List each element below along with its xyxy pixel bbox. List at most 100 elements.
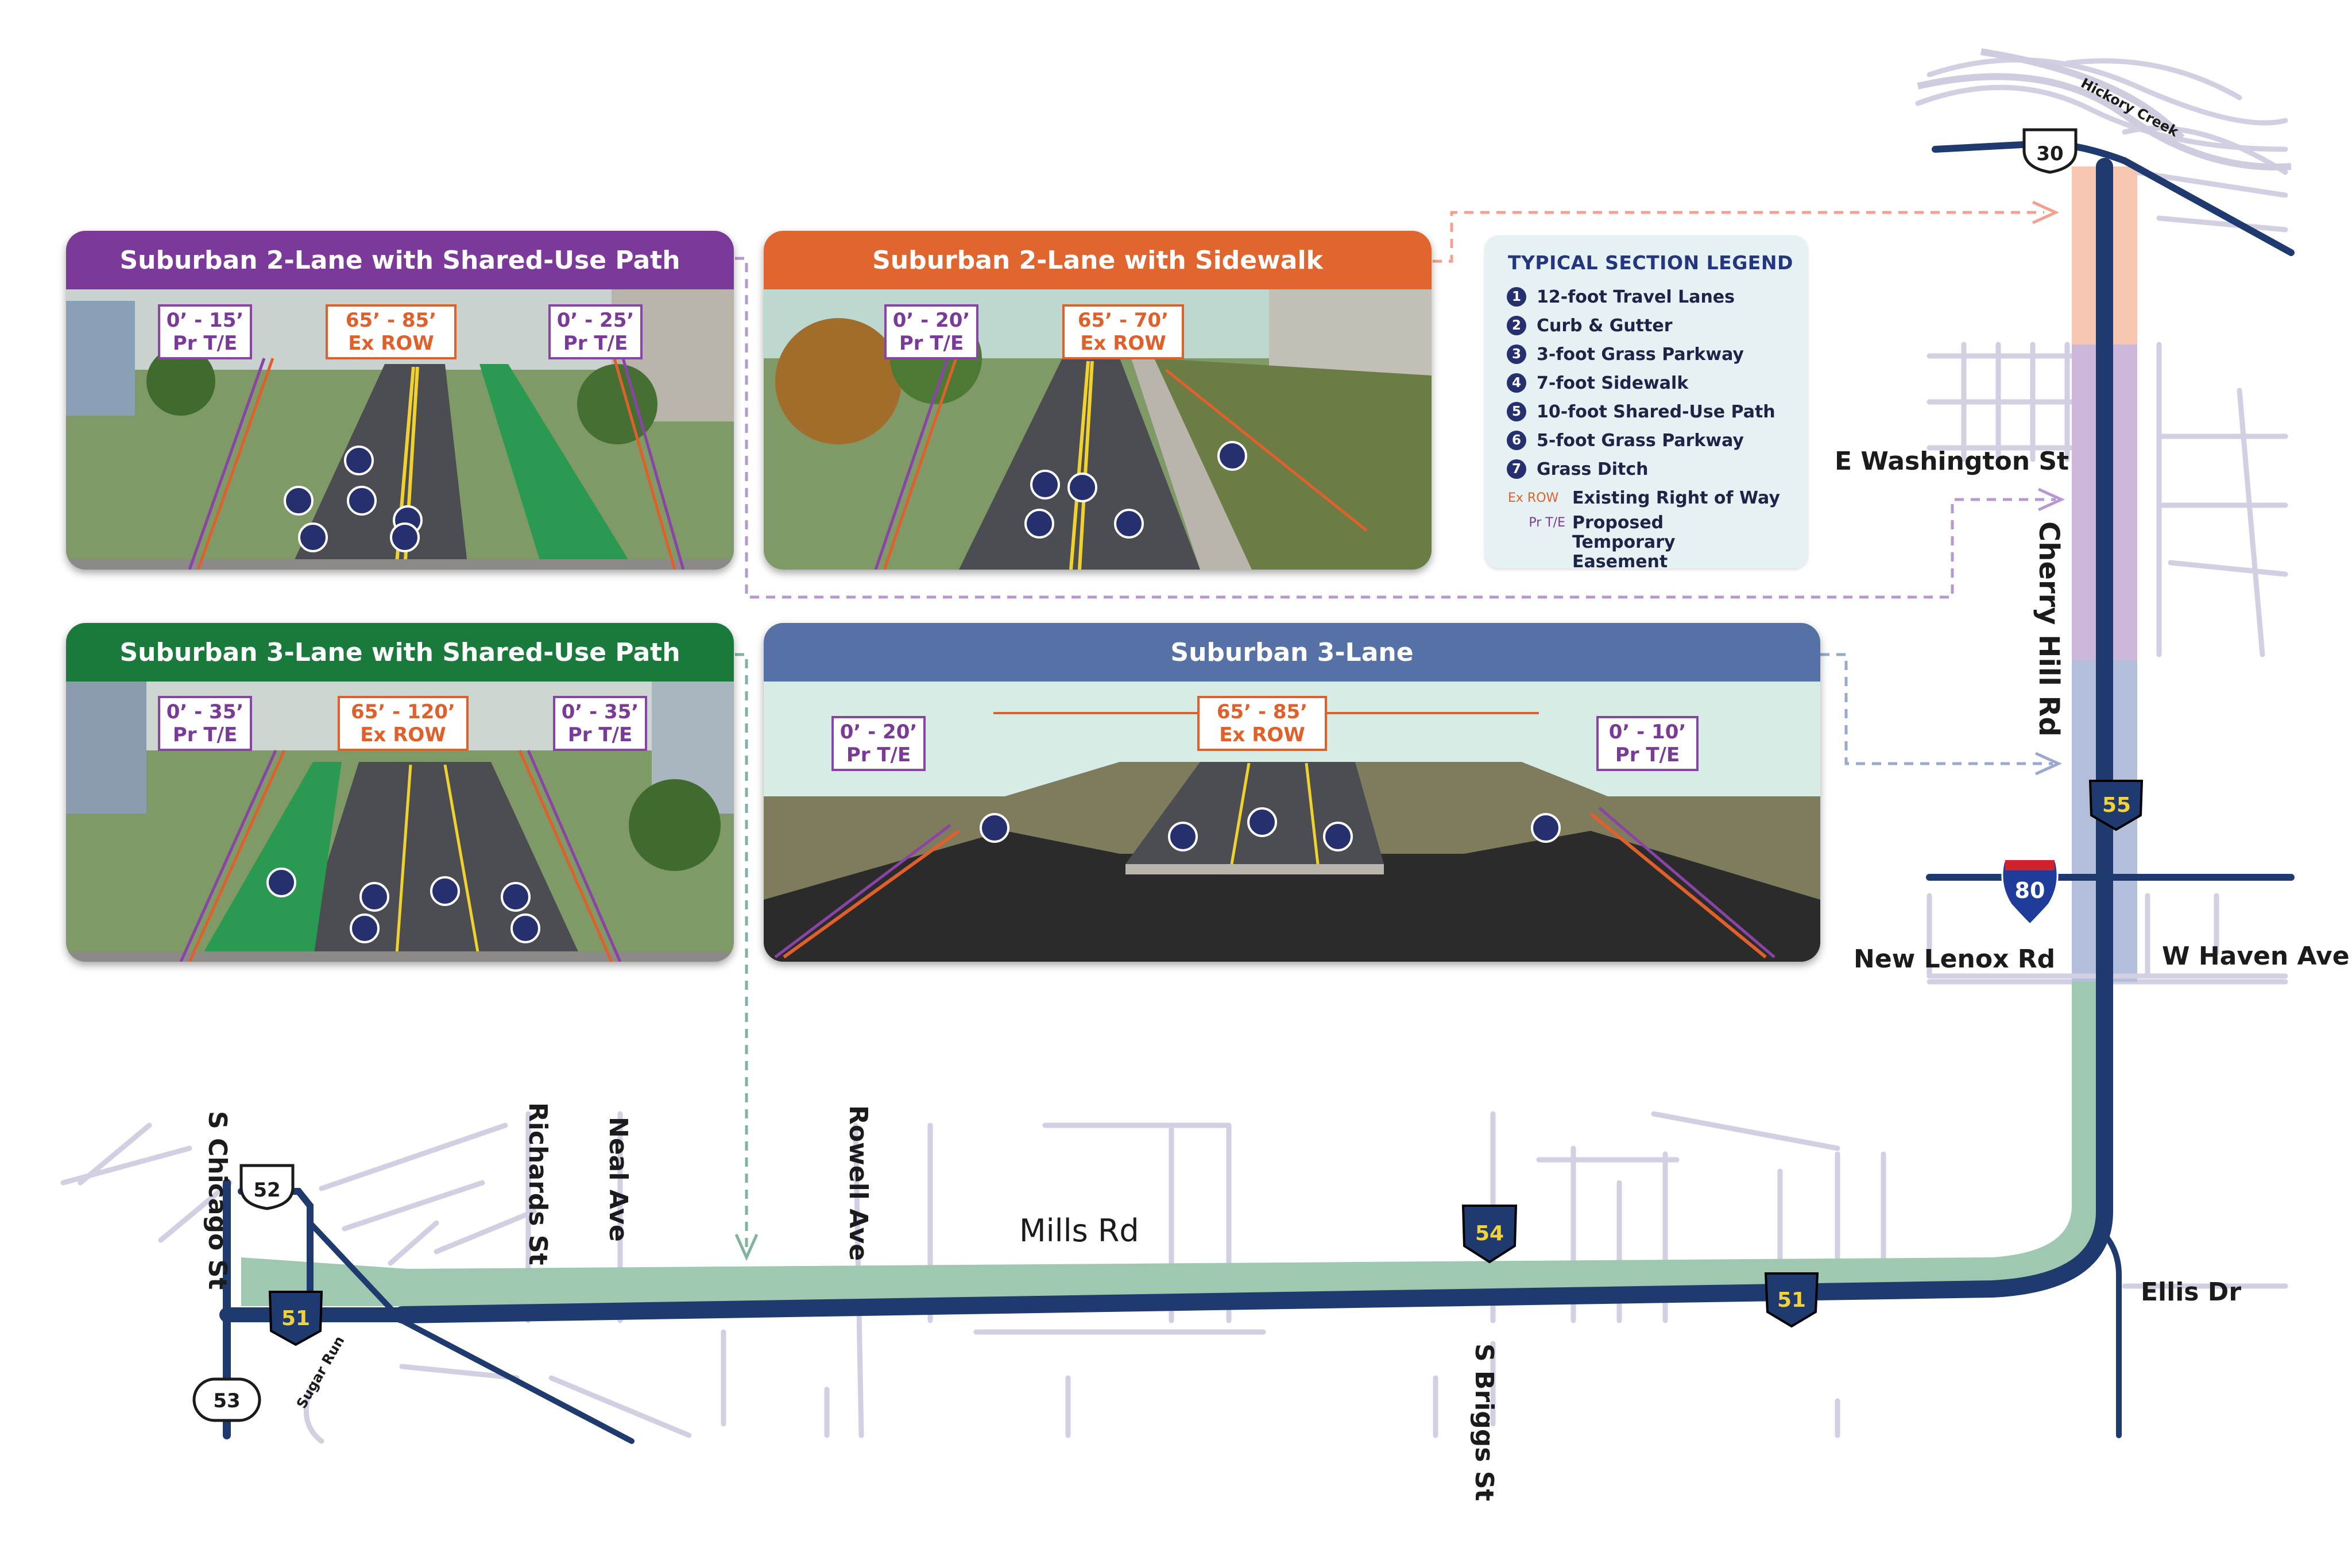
us52-shield: 52 <box>239 1164 295 1210</box>
legend-label: Proposed Temporary Easement <box>1572 513 1676 572</box>
rt54-label: 54 <box>1475 1222 1504 1245</box>
legend-item: 4 7-foot Sidewalk <box>1507 370 1688 396</box>
rt53-label: 53 <box>213 1389 240 1412</box>
legend-label: Existing Right of Way <box>1572 487 1780 508</box>
legend-label: Grass Ditch <box>1537 459 1649 479</box>
legend-label: Curb & Gutter <box>1537 315 1673 336</box>
left-te-tag: 0’ - 35’ Pr T/E <box>158 696 252 751</box>
route-shields: 30 55 80 54 51 51 52 53 <box>192 128 2144 1422</box>
panel-title: Suburban 3-Lane with Shared-Use Path <box>66 623 734 682</box>
row-tag: 65’ - 85’ Ex ROW <box>1197 696 1327 751</box>
right-te-tag: 0’ - 10’ Pr T/E <box>1596 716 1699 771</box>
house <box>66 682 146 814</box>
rowell-label: Rowell Ave <box>844 1105 873 1261</box>
i80-label: 80 <box>2015 878 2045 903</box>
ellis-label: Ellis Dr <box>2141 1277 2241 1307</box>
shared-use-path <box>479 364 635 570</box>
rt51-east-label: 51 <box>1777 1288 1806 1312</box>
row-tag: 65’ - 120’ Ex ROW <box>338 696 469 751</box>
callout-badges <box>980 807 1561 851</box>
cross-section-render <box>764 289 1432 570</box>
rr-diagonal <box>307 1220 635 1444</box>
sugar-run-label: Sugar Run <box>293 1333 348 1411</box>
legend-num: 1 <box>1507 287 1526 307</box>
pointer-3lane-sup <box>735 653 748 1249</box>
legend-item: 2 Curb & Gutter <box>1507 312 1673 339</box>
legend-abbr-te: Pr T/E <box>1529 516 1565 530</box>
rt54-shield: 54 <box>1461 1205 1518 1264</box>
legend-title: TYPICAL SECTION LEGEND <box>1508 251 1793 274</box>
e-washington-label: E Washington St <box>1835 447 2069 476</box>
roadway <box>290 364 468 570</box>
subgrade <box>764 831 1820 962</box>
legend-label: 12-foot Travel Lanes <box>1537 287 1735 307</box>
legend-num: 3 <box>1507 344 1526 364</box>
pointer-2lane-sup <box>735 257 2056 599</box>
rt51-east-shield: 51 <box>1764 1272 1819 1328</box>
legend-row-ex-row: Ex ROW Existing Right of Way <box>1508 485 1780 511</box>
right-te-tag: 0’ - 35’ Pr T/E <box>553 696 647 751</box>
tree <box>775 318 902 444</box>
legend-abbr-row: Ex ROW <box>1508 490 1559 505</box>
row-tag: 65’ - 85’ Ex ROW <box>326 304 457 359</box>
legend-label: 5-foot Grass Parkway <box>1537 430 1744 451</box>
pointer-3lane <box>1820 653 2053 765</box>
legend-item: 1 12-foot Travel Lanes <box>1507 284 1735 310</box>
legend-item: 7 Grass Ditch <box>1507 456 1649 482</box>
legend-row-pr-te: Pr T/E Proposed Temporary Easement <box>1508 513 1756 572</box>
us52-label: 52 <box>253 1179 280 1202</box>
tree <box>629 779 721 871</box>
rt51-west-shield: 51 <box>268 1291 323 1346</box>
new-lenox-label: New Lenox Rd <box>1854 944 2055 974</box>
w-haven-label: W Haven Ave <box>2162 942 2350 971</box>
panel-title: Suburban 2-Lane with Shared-Use Path <box>66 231 734 289</box>
tree <box>577 364 657 444</box>
legend-num: 6 <box>1507 431 1526 450</box>
rt53-shield: 53 <box>192 1377 261 1422</box>
roadway <box>296 762 583 962</box>
legend-num: 7 <box>1507 459 1526 479</box>
legend-num: 4 <box>1507 373 1526 393</box>
us30-label: 30 <box>2036 142 2063 165</box>
rt55-shield: 55 <box>2088 780 2144 831</box>
legend-item: 3 3-foot Grass Parkway <box>1507 341 1744 367</box>
mills-label: Mills Rd <box>1019 1213 1139 1249</box>
ellis-road <box>2102 1232 2122 1438</box>
s-chicago-label: S Chicago St <box>203 1111 232 1290</box>
i80-shield: 80 <box>2001 860 2059 926</box>
section-pointers <box>734 200 2065 1261</box>
callout-badges <box>266 868 540 943</box>
legend-num: 2 <box>1507 316 1526 335</box>
left-te-tag: 0’ - 20’ Pr T/E <box>884 304 978 359</box>
rt51-west-label: 51 <box>281 1307 310 1330</box>
segment-3lane-sup <box>241 982 2105 1306</box>
sidewalk <box>1131 358 1252 570</box>
rt55-label: 55 <box>2102 793 2131 817</box>
major-roads <box>219 140 2295 1444</box>
section-panel-2lane-sup: Suburban 2-Lane with Shared-Use Path 0’ … <box>66 231 734 570</box>
legend-num: 5 <box>1507 402 1526 421</box>
panel-title: Suburban 2-Lane with Sidewalk <box>764 231 1432 289</box>
legend-item: 6 5-foot Grass Parkway <box>1507 427 1744 454</box>
left-te-tag: 0’ - 20’ Pr T/E <box>831 716 926 771</box>
callout-badges <box>284 446 423 552</box>
legend-label: 3-foot Grass Parkway <box>1537 344 1744 365</box>
house <box>66 301 135 416</box>
richards-label: Richards St <box>523 1102 552 1265</box>
section-panel-2lane-sidewalk: Suburban 2-Lane with Sidewalk 0’ - 20’ P… <box>764 231 1432 570</box>
right-te-tag: 0’ - 25’ Pr T/E <box>548 304 643 359</box>
callout-badges <box>1024 441 1247 539</box>
row-tag: 65’ - 70’ Ex ROW <box>1062 304 1184 359</box>
cherry-hill-label: Cherry Hill Rd <box>2033 521 2065 737</box>
us30-shield: 30 <box>2022 128 2078 174</box>
cherry-hill-road <box>393 158 2113 1323</box>
section-panel-3lane-sup: Suburban 3-Lane with Shared-Use Path 0’ … <box>66 623 734 962</box>
section-panel-3lane: Suburban 3-Lane 0’ - 20’ Pr T/E 65’ - 85… <box>764 623 1820 962</box>
typical-section-legend: TYPICAL SECTION LEGEND 1 12-foot Travel L… <box>1485 235 1808 572</box>
neal-label: Neal Ave <box>604 1117 633 1242</box>
shared-use-path <box>198 762 342 962</box>
hickory-creek <box>1917 48 2292 171</box>
legend-label: 7-foot Sidewalk <box>1537 373 1689 393</box>
